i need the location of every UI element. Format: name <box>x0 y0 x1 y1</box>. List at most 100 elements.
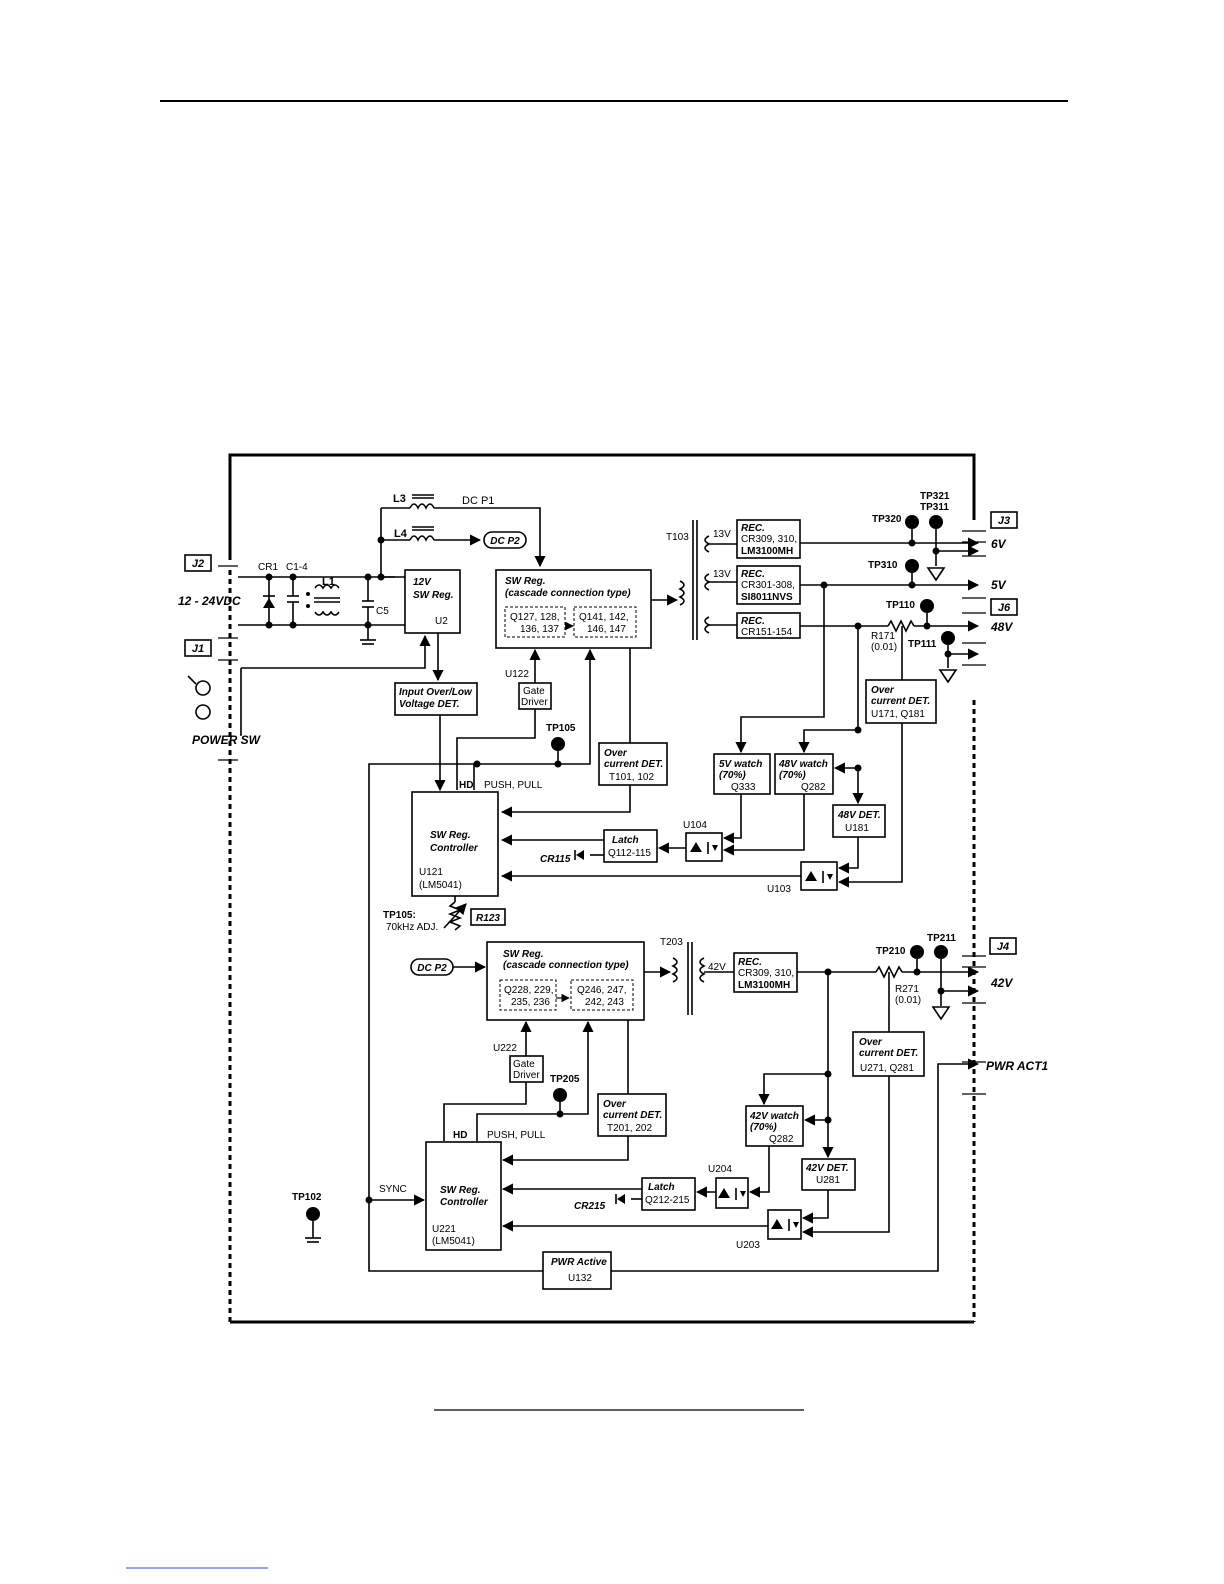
svg-text:Gate: Gate <box>513 1059 535 1070</box>
svg-text:current DET.: current DET. <box>859 1048 918 1059</box>
svg-text:CR1: CR1 <box>258 562 278 573</box>
svg-text:TP102: TP102 <box>292 1192 322 1203</box>
svg-text:Q246, 247,: Q246, 247, <box>577 985 626 996</box>
svg-text:(cascade connection type): (cascade connection type) <box>505 588 631 599</box>
svg-text:U221: U221 <box>432 1224 456 1235</box>
board-frame <box>228 453 976 1324</box>
svg-text:SI8011NVS: SI8011NVS <box>741 592 793 603</box>
svg-text:PWR Active: PWR Active <box>551 1257 607 1268</box>
svg-text:POWER SW: POWER SW <box>192 733 262 747</box>
svg-text:PUSH, PULL: PUSH, PULL <box>484 780 543 791</box>
svg-text:Driver: Driver <box>513 1070 540 1081</box>
svg-text:Q282: Q282 <box>801 782 826 793</box>
svg-text:CR301-308,: CR301-308, <box>741 580 795 591</box>
svg-text:current DET.: current DET. <box>604 759 663 770</box>
svg-text:CR151-154: CR151-154 <box>741 627 793 638</box>
block-42v-det: 42V DET. U281 <box>801 1158 856 1224</box>
svg-text:DC P1: DC P1 <box>462 495 494 507</box>
svg-text:(70%): (70%) <box>719 770 746 781</box>
svg-text:Over: Over <box>604 748 628 759</box>
svg-text:136, 137: 136, 137 <box>520 624 559 635</box>
output-5v: 5V <box>991 578 1007 592</box>
r123-adjust: TP105: 70kHz ADJ. R123 <box>383 896 506 933</box>
svg-text:U222: U222 <box>493 1043 517 1054</box>
svg-text:J6: J6 <box>998 602 1011 614</box>
svg-text:R123: R123 <box>476 913 500 924</box>
opto-u203: U203 <box>501 1209 802 1251</box>
transformer-t103: T103 13V 13V <box>666 520 737 640</box>
svg-text:13V: 13V <box>713 529 731 540</box>
svg-text:J1: J1 <box>192 643 204 655</box>
input-filter: CR1 C1-4 L1 C5 <box>238 562 420 645</box>
svg-text:R171: R171 <box>871 631 895 642</box>
svg-text:U271, Q281: U271, Q281 <box>860 1063 914 1074</box>
svg-text:(LM5041): (LM5041) <box>419 880 462 891</box>
svg-text:TP205: TP205 <box>550 1074 580 1085</box>
svg-text:C5: C5 <box>376 606 389 617</box>
svg-text:242, 243: 242, 243 <box>585 997 624 1008</box>
block-rec-6v: REC. CR309, 310, LM3100MH <box>736 519 980 559</box>
svg-text:SW Reg.: SW Reg. <box>505 576 546 587</box>
svg-text:Q212-215: Q212-215 <box>645 1195 690 1206</box>
svg-text:U122: U122 <box>505 669 529 680</box>
test-points-lower: TP210 TP211 R271 (0.01) <box>876 933 980 1021</box>
connector-j1: J1 <box>184 639 238 761</box>
opto-u103: U103 <box>500 861 838 895</box>
svg-text:TP211: TP211 <box>927 933 956 944</box>
svg-text:(0.01): (0.01) <box>871 642 897 653</box>
block-gate-driver-2: U222 Gate Driver <box>443 1020 544 1141</box>
svg-text:(70%): (70%) <box>750 1122 777 1133</box>
svg-text:42V DET.: 42V DET. <box>805 1163 849 1174</box>
svg-text:6V: 6V <box>991 537 1007 551</box>
svg-text:Controller: Controller <box>440 1197 489 1208</box>
input-voltage-label: 12 - 24VDC <box>178 594 241 608</box>
tp205-node: TP205 <box>476 1020 594 1141</box>
svg-text:Latch: Latch <box>648 1182 675 1193</box>
svg-text:Over: Over <box>871 685 895 696</box>
block-rec-48v: REC. CR151-154 <box>736 612 980 639</box>
opto-u204: U204 <box>708 1164 749 1209</box>
svg-text:T103: T103 <box>666 532 689 543</box>
connector-j2: J2 <box>184 554 238 639</box>
svg-text:(0.01): (0.01) <box>895 995 921 1006</box>
svg-text:T203: T203 <box>660 937 683 948</box>
svg-text:U181: U181 <box>845 823 869 834</box>
svg-text:U121: U121 <box>419 867 443 878</box>
block-gate-driver-1: Gate Driver U122 <box>456 648 552 790</box>
block-sw-reg-2: SW Reg. (cascade connection type) Q228, … <box>486 941 672 1021</box>
transformer-t203: T203 42V <box>660 937 734 1015</box>
svg-text:CR215: CR215 <box>574 1201 606 1212</box>
svg-text:U203: U203 <box>736 1240 760 1251</box>
svg-text:Latch: Latch <box>612 835 639 846</box>
svg-text:CR115: CR115 <box>540 854 571 865</box>
svg-text:SW Reg.: SW Reg. <box>440 1185 481 1196</box>
svg-text:TP311: TP311 <box>920 502 949 513</box>
svg-text:Controller: Controller <box>430 843 479 854</box>
svg-text:Q141, 142,: Q141, 142, <box>579 612 628 623</box>
svg-text:C1-4: C1-4 <box>286 562 308 573</box>
svg-text:LM3100MH: LM3100MH <box>741 546 793 557</box>
svg-text:48V: 48V <box>990 620 1013 634</box>
dc-p2-input: DC P2 <box>410 958 487 976</box>
block-12v-sw-reg: 12V SW Reg. U2 <box>241 569 461 682</box>
svg-text:48V DET.: 48V DET. <box>837 810 881 821</box>
svg-text:(cascade connection type): (cascade connection type) <box>503 960 629 971</box>
svg-text:Gate: Gate <box>523 686 545 697</box>
svg-text:current DET.: current DET. <box>603 1110 662 1121</box>
svg-text:Q127, 128,: Q127, 128, <box>510 612 559 623</box>
svg-text:HD: HD <box>453 1130 467 1141</box>
svg-text:Voltage DET.: Voltage DET. <box>399 699 460 710</box>
svg-text:REC.: REC. <box>741 569 765 580</box>
svg-text:42V: 42V <box>708 962 726 973</box>
svg-text:Q282: Q282 <box>769 1134 794 1145</box>
tp105-node: TP105 <box>368 648 596 1200</box>
block-48v-det: 48V DET. U181 <box>832 768 886 874</box>
block-sw-reg-1: SW Reg. (cascade connection type) Q127, … <box>495 569 679 649</box>
block-over-current-u171: Over current DET. U171, Q181 <box>837 626 937 888</box>
test-points-upper: TP321 TP311 TP320 TP310 TP110 R171 (0.01… <box>820 491 980 684</box>
block-5v-watch: 5V watch (70%) Q333 <box>713 585 825 844</box>
svg-text:Q112-115: Q112-115 <box>608 848 651 859</box>
block-over-current-2: Over current DET. T201, 202 <box>501 1020 667 1166</box>
svg-text:U204: U204 <box>708 1164 732 1175</box>
svg-text:R271: R271 <box>895 984 919 995</box>
